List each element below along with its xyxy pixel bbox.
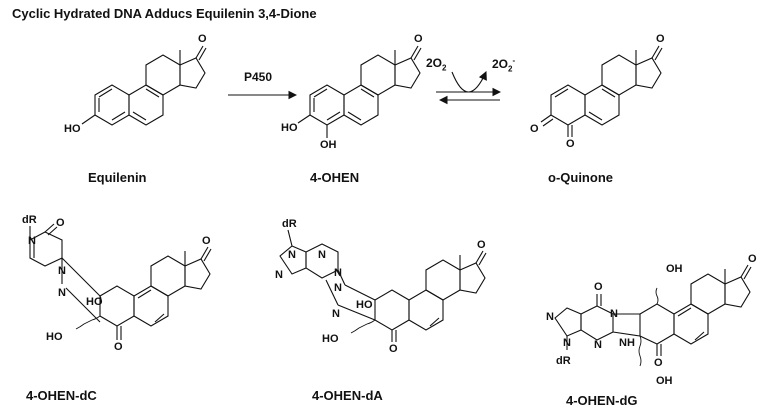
atom-label: O <box>414 33 423 45</box>
atom-label: N <box>58 287 66 299</box>
atom-label: N <box>275 269 283 281</box>
equilenin-label: Equilenin <box>88 170 147 185</box>
atom-label: O <box>530 123 539 135</box>
dc-adduct-label: 4-OHEN-dC <box>26 388 97 403</box>
dg-adduct-structure <box>554 264 752 367</box>
quinone-label: o-Quinone <box>548 170 613 185</box>
atom-label: O <box>56 217 65 229</box>
atom-label: HO <box>322 333 339 345</box>
atom-label: dR <box>556 355 571 367</box>
atom-label: HO <box>64 123 81 135</box>
diagram-title: Cyclic Hydrated DNA Adducs Equilenin 3,4… <box>12 6 317 21</box>
atom-label: HO <box>356 299 373 311</box>
dc-adduct-structure <box>29 223 212 340</box>
atom-label: O <box>114 341 123 353</box>
atom-label: N <box>563 337 571 349</box>
atom-label: O <box>656 33 665 45</box>
atom-label: N <box>334 267 342 279</box>
atom-label: O <box>654 357 663 369</box>
atom-label: OH <box>656 375 673 387</box>
atom-label: O <box>477 239 486 251</box>
atom-label: dR <box>282 218 297 230</box>
atom-label: O <box>389 343 398 355</box>
atom-label: O <box>748 253 757 265</box>
atom-label: N <box>58 265 66 277</box>
atom-label: O <box>202 235 211 247</box>
equilenin-structure <box>81 45 207 126</box>
atom-label: N <box>546 311 554 323</box>
reagent-left-label: 2O2 <box>426 56 447 73</box>
atom-label: HO <box>281 122 298 134</box>
redox-curved-arrow <box>451 70 487 93</box>
ohen-label: 4-OHEN <box>310 170 360 185</box>
atom-label: O <box>594 281 603 293</box>
atom-label: O <box>566 138 575 150</box>
atom-label: NH <box>619 337 635 349</box>
reagent-right-label: 2O2- <box>492 56 516 74</box>
da-adduct-structure <box>279 229 487 342</box>
atom-label: O <box>198 33 207 45</box>
quinone-structure <box>540 45 663 137</box>
atom-label: N <box>318 249 326 261</box>
atom-label: N <box>594 339 602 351</box>
atom-label: OH <box>320 139 337 151</box>
enzyme-label: P450 <box>244 70 273 84</box>
atom-label: N <box>332 308 340 320</box>
atom-label: N <box>28 235 36 247</box>
atom-label: dR <box>22 214 37 226</box>
atom-label: HO <box>46 331 63 343</box>
atom-label: N <box>610 308 618 320</box>
atom-label: N <box>288 249 296 261</box>
atom-label: OH <box>666 263 683 275</box>
atom-label: N <box>334 282 342 294</box>
atom-label: HO <box>86 296 103 308</box>
da-adduct-label: 4-OHEN-dA <box>312 388 383 403</box>
ohen-structure <box>297 45 422 138</box>
dg-adduct-label: 4-OHEN-dG <box>566 393 638 408</box>
